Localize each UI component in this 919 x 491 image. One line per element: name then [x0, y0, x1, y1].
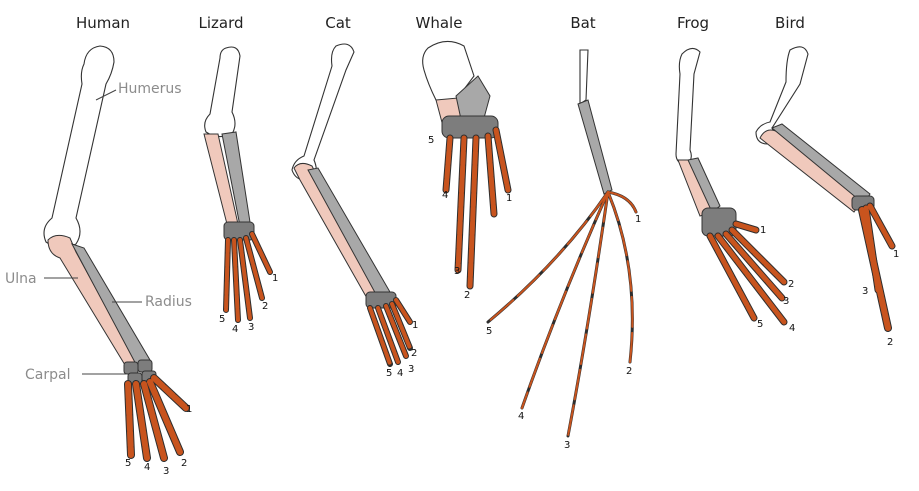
title-bird: Bird	[775, 14, 805, 32]
whale-digit-2: 2	[464, 290, 470, 301]
cat-humerus	[291, 43, 355, 181]
human-humerus	[43, 45, 115, 249]
human-digit-1: 1	[186, 404, 192, 415]
bat-humerus	[579, 49, 589, 106]
frog-digit-5: 5	[757, 319, 763, 330]
lizard-fingers	[223, 231, 273, 323]
cat-radius	[307, 167, 391, 299]
title-cat: Cat	[325, 14, 351, 32]
lizard-digit-1: 1	[272, 273, 278, 284]
frog-digit-2: 2	[788, 279, 794, 290]
bat-limb: 1 2 3 4 5	[486, 49, 641, 451]
bird-humerus	[755, 46, 809, 145]
human-carpal-1	[123, 361, 139, 375]
bird-radius	[771, 123, 871, 205]
cat-digit-3: 3	[408, 364, 414, 375]
human-fingers	[124, 374, 190, 462]
label-carpal: Carpal	[25, 367, 70, 383]
lizard-digit-5: 5	[219, 314, 225, 325]
label-humerus: Humerus	[118, 81, 182, 97]
whale-digit-4: 4	[442, 190, 448, 201]
label-radius: Radius	[145, 294, 192, 310]
frog-digit-1: 1	[760, 225, 766, 236]
bird-digit-2: 2	[887, 337, 893, 348]
cat-digit-2: 2	[411, 348, 417, 359]
human-digit-4: 4	[144, 462, 150, 473]
bat-digit-3: 3	[564, 440, 570, 451]
bird-ulna	[759, 129, 863, 213]
human-digit-3: 3	[163, 466, 169, 477]
cat-digit-1: 1	[412, 320, 418, 331]
bat-digit-1: 1	[635, 214, 641, 225]
bird-digit-1: 1	[893, 249, 899, 260]
human-carpal-2	[137, 359, 153, 373]
cat-fingers	[367, 297, 413, 367]
human-limb: 1 2 3 4 5 Humerus Ulna Radius Carpal	[5, 45, 192, 477]
bat-fingers	[486, 190, 638, 438]
lizard-digit-2: 2	[262, 301, 268, 312]
frog-fingers	[706, 220, 788, 326]
frog-humerus	[675, 47, 701, 165]
lizard-digit-3: 3	[248, 322, 254, 333]
lizard-humerus	[204, 46, 241, 138]
human-digit-2: 2	[181, 458, 187, 469]
bat-forearm	[577, 99, 613, 195]
frog-digit-3: 3	[783, 296, 789, 307]
whale-fingers	[442, 126, 512, 290]
whale-limb: 1 2 3 4 5	[422, 40, 512, 301]
frog-radioulna-radius	[687, 157, 721, 213]
bird-limb: 1 2 3	[755, 46, 899, 348]
human-ulna	[47, 234, 137, 371]
cat-digit-4: 4	[397, 368, 403, 379]
bird-digit-3: 3	[862, 286, 868, 297]
lizard-limb: 1 2 3 4 5	[203, 46, 278, 335]
bat-digit-2: 2	[626, 366, 632, 377]
human-digit-5: 5	[125, 458, 131, 469]
title-whale: Whale	[416, 14, 463, 32]
title-frog: Frog	[677, 14, 709, 32]
frog-digit-4: 4	[789, 323, 795, 334]
title-bat: Bat	[570, 14, 595, 32]
title-human: Human	[76, 14, 130, 32]
frog-limb: 1 2 3 4 5	[675, 47, 795, 334]
cat-ulna	[293, 162, 379, 301]
whale-carpals	[441, 115, 499, 139]
cat-digit-5: 5	[386, 368, 392, 379]
title-lizard: Lizard	[198, 14, 243, 32]
cat-limb: 1 2 3 4 5	[291, 43, 418, 379]
whale-digit-1: 1	[506, 193, 512, 204]
label-ulna: Ulna	[5, 271, 37, 287]
humerus-leader	[95, 89, 117, 101]
bat-digit-4: 4	[518, 411, 524, 422]
bird-fingers	[858, 202, 896, 332]
whale-digit-3: 3	[454, 266, 460, 277]
lizard-digit-4: 4	[232, 324, 238, 335]
bat-digit-5: 5	[486, 326, 492, 337]
whale-digit-5: 5	[428, 135, 434, 146]
human-radius	[70, 243, 151, 369]
